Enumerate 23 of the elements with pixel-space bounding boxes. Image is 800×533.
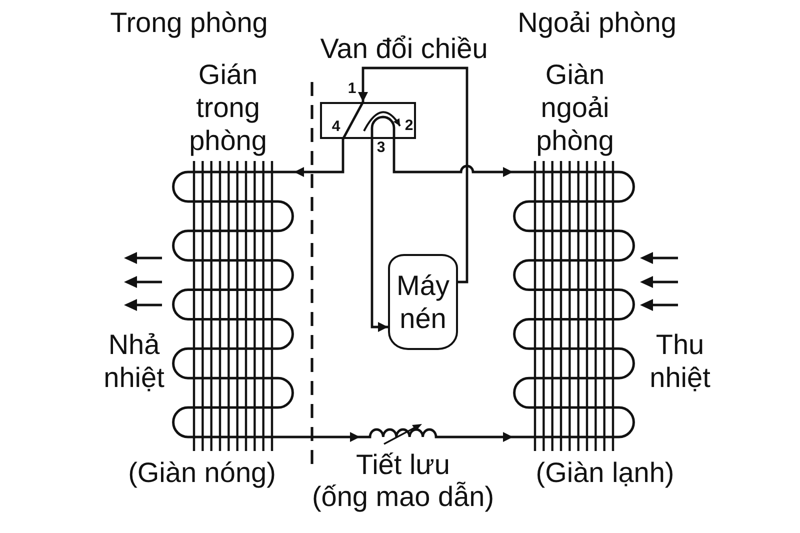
pipe-arrow (294, 139, 344, 177)
pipe-arrow (370, 139, 388, 332)
valve-label: Van đổi chiều (320, 32, 488, 65)
region-label: Trong phòng (110, 6, 268, 39)
compressor-label: Máy nén (396, 269, 450, 335)
expansion-label: Tiết lưu (356, 448, 450, 481)
port-number: 1 (348, 81, 356, 97)
expansion-label: (ống mao dẫn) (312, 480, 494, 513)
port-number: 4 (332, 119, 340, 135)
pipe-arrow (294, 432, 360, 442)
pipe-arrow (446, 432, 513, 442)
port-number: 2 (404, 118, 414, 134)
coil-caption: (Giàn nóng) (128, 456, 276, 489)
pipe-arrow (392, 139, 513, 177)
coil-caption: (Giàn lạnh) (536, 456, 674, 489)
heat-flow-label: Thu nhiệt (650, 328, 710, 394)
port-number: 3 (376, 140, 386, 156)
coil-label: Giàn ngoải phòng (536, 58, 614, 157)
coil-label: Gián trong phòng (189, 58, 267, 157)
heat-flow-label: Nhả nhiệt (104, 328, 164, 394)
pipe-arrow (358, 66, 468, 284)
region-label: Ngoải phòng (518, 6, 676, 39)
compressor-tank (388, 254, 458, 350)
